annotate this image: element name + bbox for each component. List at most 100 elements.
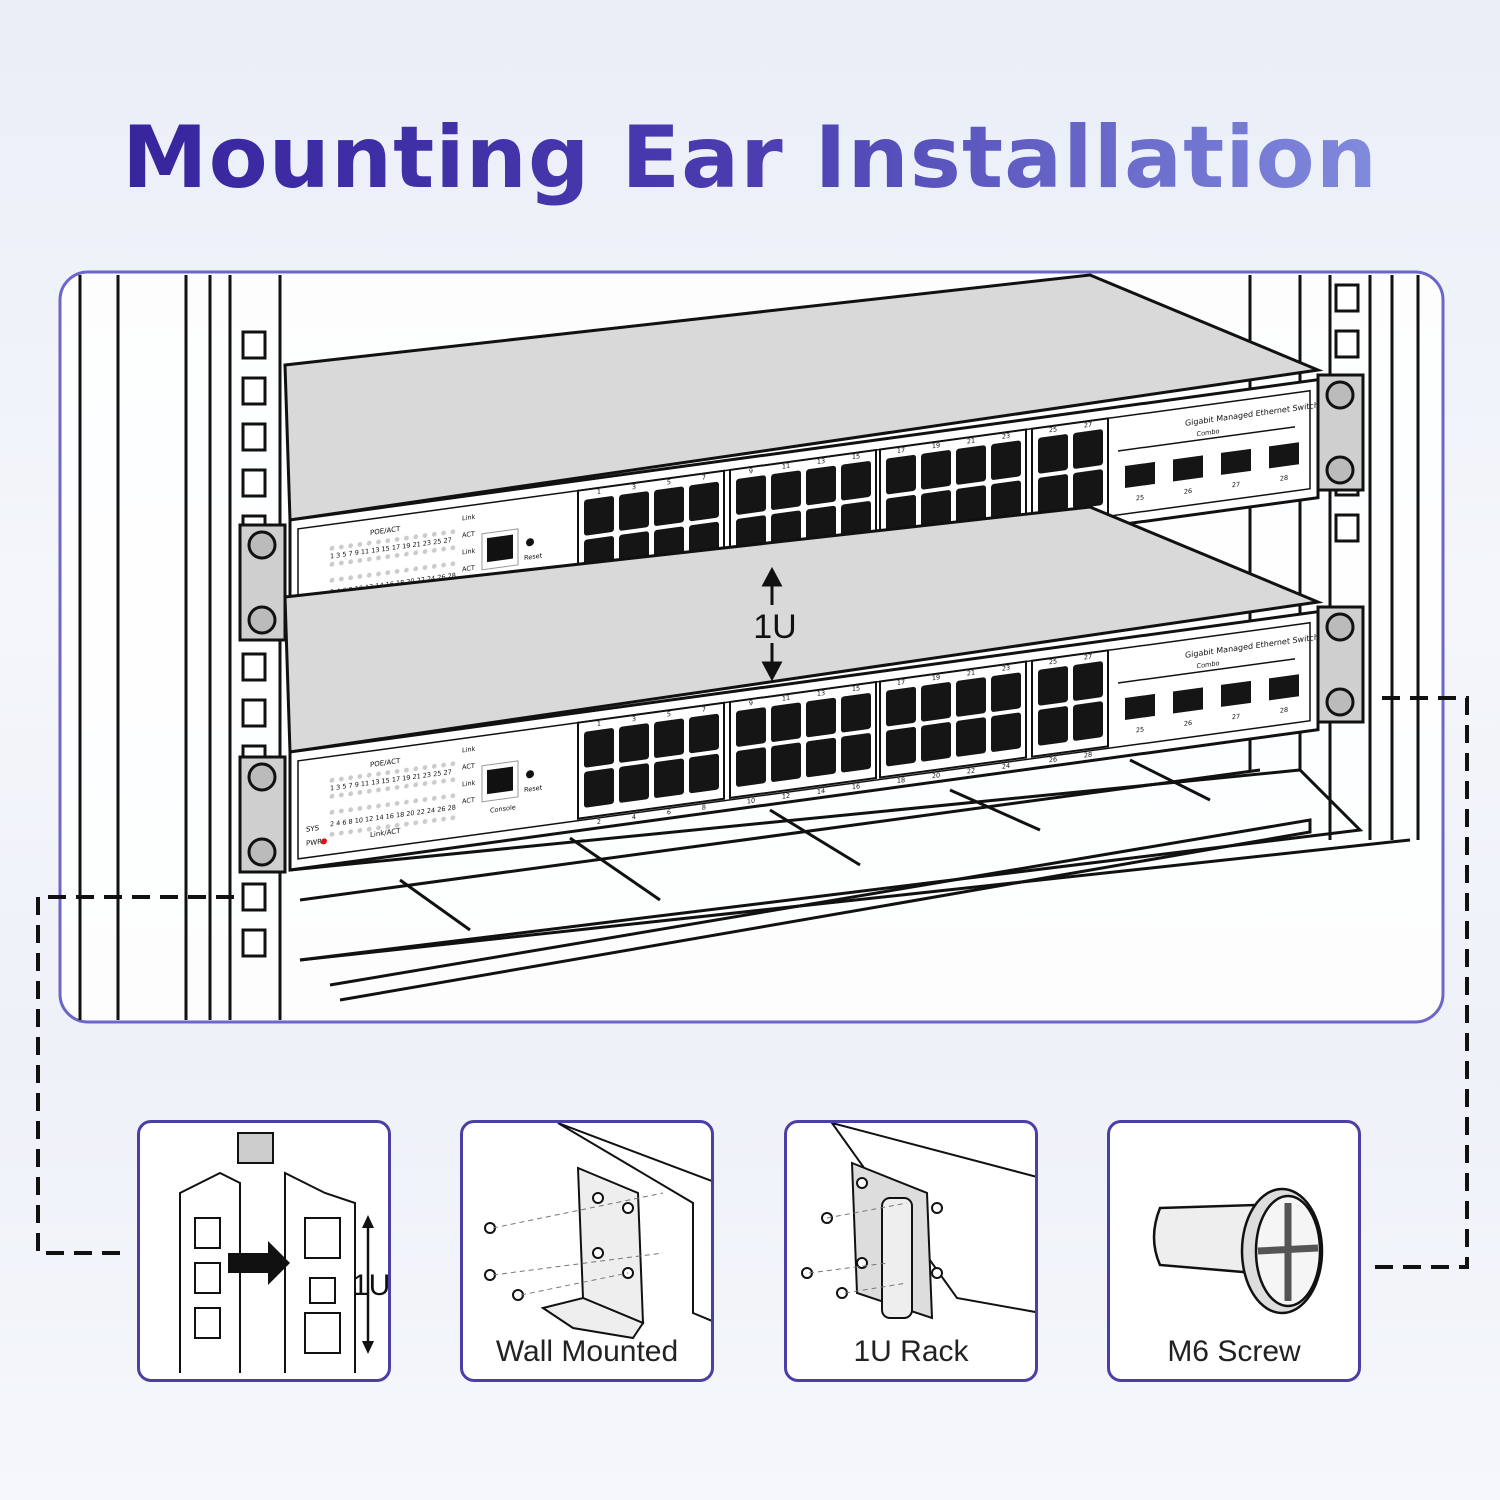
rj45-port[interactable] <box>956 485 986 525</box>
rj45-port[interactable] <box>991 480 1021 520</box>
rj45-port[interactable] <box>806 697 836 738</box>
rj45-port[interactable] <box>921 722 951 762</box>
rj45-port[interactable] <box>841 733 871 773</box>
status-led <box>348 559 353 565</box>
sfp-port[interactable] <box>1221 448 1251 475</box>
rj45-port[interactable] <box>1038 474 1068 514</box>
sfp-port[interactable] <box>1173 687 1203 714</box>
status-led <box>357 790 363 795</box>
rj45-port[interactable] <box>689 713 719 754</box>
rj45-port[interactable] <box>806 465 836 506</box>
rj45-port[interactable] <box>689 753 719 794</box>
rj45-port[interactable] <box>1073 469 1103 509</box>
status-led <box>338 544 344 550</box>
status-led <box>422 565 428 570</box>
rj45-port[interactable] <box>736 475 766 515</box>
rj45-port[interactable] <box>841 693 871 733</box>
rj45-port[interactable] <box>736 707 766 747</box>
status-led <box>431 563 437 569</box>
status-led <box>338 776 344 782</box>
status-led <box>376 787 381 793</box>
rj45-port[interactable] <box>619 491 649 531</box>
console-port[interactable] <box>487 534 513 563</box>
rj45-port[interactable] <box>584 496 614 536</box>
sfp-port[interactable] <box>1173 455 1203 482</box>
status-led <box>431 795 437 801</box>
port-number: 21 <box>967 437 975 446</box>
status-led <box>385 802 391 808</box>
sfp-port[interactable] <box>1269 442 1299 469</box>
rj45-port[interactable] <box>921 682 951 722</box>
status-led <box>422 797 428 802</box>
status-led <box>404 821 409 827</box>
rj45-port[interactable] <box>1038 706 1068 746</box>
status-led <box>413 566 419 572</box>
wall-mount-bracket-icon <box>484 1123 711 1340</box>
status-led <box>450 561 456 567</box>
status-led <box>413 534 419 540</box>
sfp-port[interactable] <box>1269 674 1299 701</box>
status-led <box>450 815 456 821</box>
panel-label: 1U Rack <box>853 1335 969 1368</box>
rj45-port[interactable] <box>1038 666 1068 706</box>
sfp-port[interactable] <box>1125 461 1155 489</box>
spacing-label: 1U <box>753 608 796 646</box>
status-led <box>431 531 437 537</box>
rj45-port[interactable] <box>991 672 1021 712</box>
port-number: 4 <box>632 813 636 822</box>
rj45-port[interactable] <box>771 470 801 510</box>
rj45-port[interactable] <box>956 717 986 757</box>
rj45-port[interactable] <box>886 686 916 727</box>
status-led <box>357 806 363 811</box>
rj45-port[interactable] <box>921 450 951 490</box>
rj45-port[interactable] <box>1073 701 1103 741</box>
rj45-port[interactable] <box>1073 429 1103 469</box>
rj45-port[interactable] <box>654 486 684 526</box>
port-number: 2 <box>597 818 601 827</box>
status-led <box>366 804 372 810</box>
port-number: 5 <box>667 710 671 719</box>
status-led <box>450 545 456 551</box>
rj45-port[interactable] <box>619 723 649 763</box>
screw-icon <box>247 530 277 560</box>
rj45-port[interactable] <box>1073 661 1103 701</box>
panel-1u-label: 1U <box>352 1269 390 1302</box>
status-led <box>450 793 456 799</box>
sfp-number: 27 <box>1232 480 1240 489</box>
console-port[interactable] <box>487 766 513 795</box>
led-label-act: ACT <box>462 530 475 540</box>
rj45-port[interactable] <box>771 702 801 742</box>
rj45-port[interactable] <box>886 494 916 535</box>
status-led <box>376 571 381 577</box>
rj45-port[interactable] <box>991 440 1021 480</box>
rj45-port[interactable] <box>619 763 649 803</box>
rj45-port[interactable] <box>886 726 916 767</box>
rj45-port[interactable] <box>991 712 1021 752</box>
rj45-port[interactable] <box>841 461 871 501</box>
rj45-port[interactable] <box>771 742 801 782</box>
rj45-port[interactable] <box>584 768 614 808</box>
reset-button[interactable] <box>526 538 534 547</box>
sfp-port[interactable] <box>1221 680 1251 707</box>
rj45-port[interactable] <box>689 481 719 522</box>
status-led <box>413 782 419 788</box>
status-led <box>329 809 335 815</box>
rj45-port[interactable] <box>584 728 614 768</box>
sfp-port[interactable] <box>1125 693 1155 721</box>
rj45-port[interactable] <box>956 677 986 717</box>
rj45-port[interactable] <box>654 758 684 798</box>
rj45-port[interactable] <box>956 445 986 485</box>
rack-hole <box>1334 283 1360 313</box>
rj45-port[interactable] <box>654 718 684 758</box>
rj45-port[interactable] <box>1038 434 1068 474</box>
rj45-port[interactable] <box>736 747 766 787</box>
status-led <box>441 546 447 552</box>
status-led <box>422 781 428 786</box>
rj45-port[interactable] <box>841 501 871 541</box>
port-number: 25 <box>1049 425 1057 434</box>
rj45-port[interactable] <box>921 490 951 530</box>
reset-button[interactable] <box>526 770 534 779</box>
rj45-port[interactable] <box>806 737 836 778</box>
rj45-port[interactable] <box>886 454 916 495</box>
status-led <box>376 825 381 831</box>
